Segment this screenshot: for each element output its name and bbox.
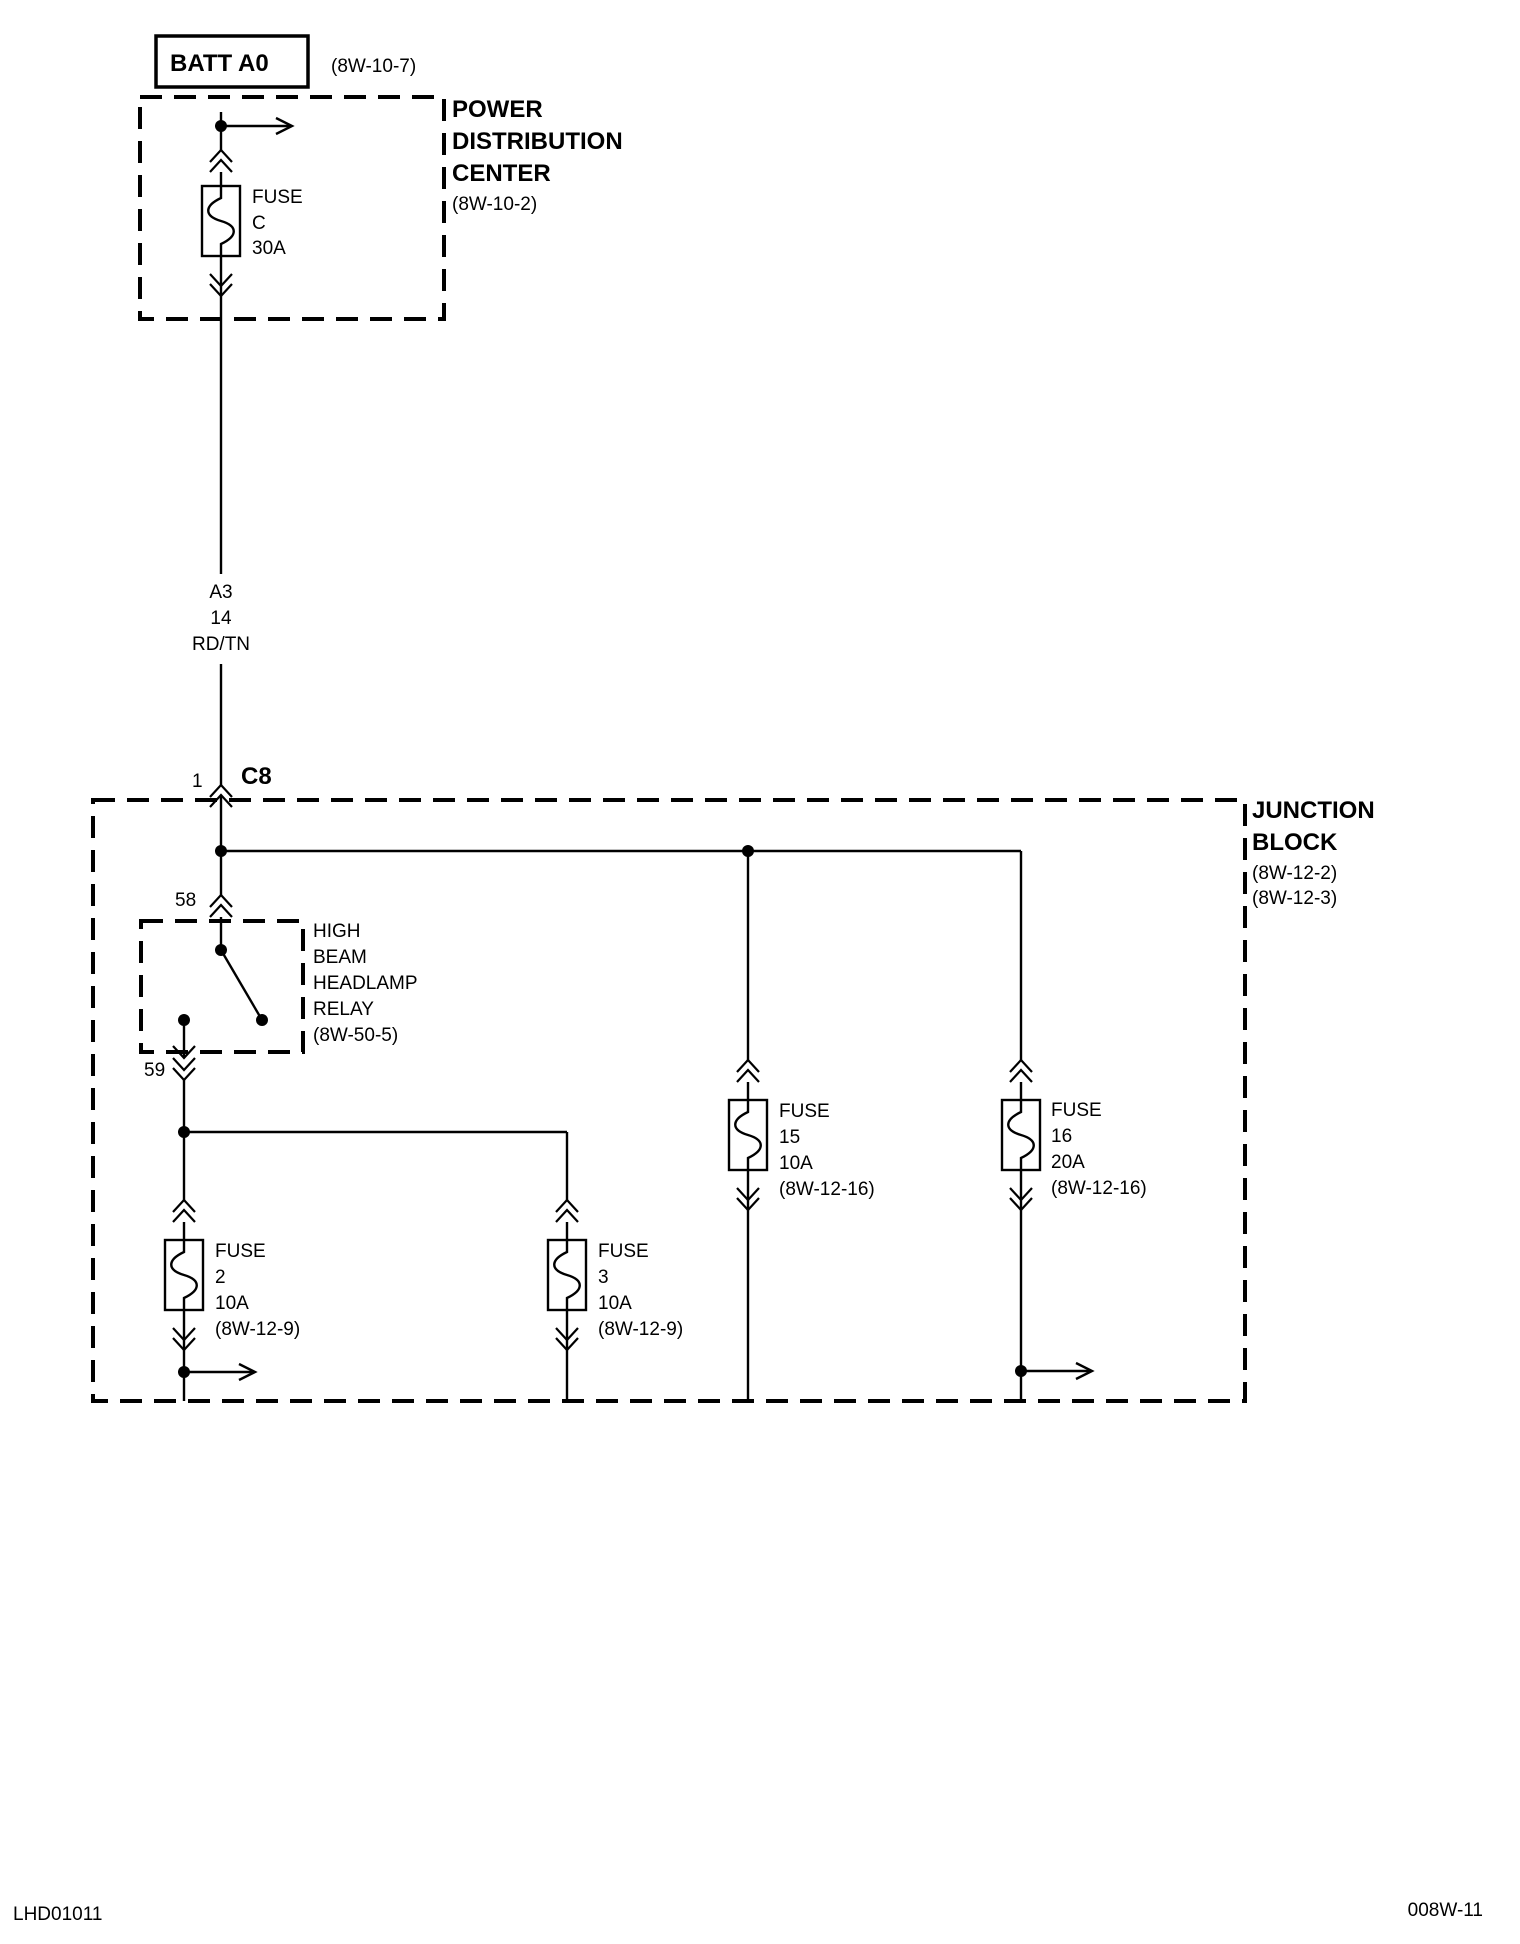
relay-ref: (8W-50-5): [313, 1025, 398, 1046]
fuse-15-rating: 10A: [779, 1153, 813, 1174]
pdc-ref: (8W-10-2): [452, 194, 537, 215]
jb-title-line-2: BLOCK: [1252, 829, 1338, 856]
relay-name-4: RELAY: [313, 999, 374, 1020]
relay-pin-59: 59: [144, 1060, 165, 1081]
relay-name-1: HIGH: [313, 921, 361, 942]
high-beam-headlamp-relay: 58 59 HIGH BEAM HEADLAMP RELAY (8W-50-5): [139, 890, 418, 1082]
battery-box: [154, 34, 310, 89]
connector-pin: 1: [192, 771, 203, 792]
pdc-title-line-2: DISTRIBUTION: [452, 128, 623, 155]
fuse-16-word: FUSE: [1051, 1100, 1102, 1121]
junction-block-outline: [91, 798, 1247, 1403]
fuse-2-ref: (8W-12-9): [215, 1319, 300, 1340]
fuse-2-id: 2: [215, 1267, 226, 1288]
pdc-fuse-word: FUSE: [252, 187, 303, 208]
fuse-16-rating: 20A: [1051, 1152, 1085, 1173]
fuse-3: FUSE 3 10A (8W-12-9): [546, 1198, 683, 1401]
jb-ref-2: (8W-12-3): [1252, 888, 1337, 909]
fuse-3-id: 3: [598, 1267, 609, 1288]
fuse-15-id: 15: [779, 1127, 800, 1148]
wire-color: RD/TN: [192, 634, 250, 655]
fuse-15-ref: (8W-12-16): [779, 1179, 875, 1200]
pdc-outline: [138, 95, 446, 321]
connector-c8: 1 C8: [192, 763, 272, 809]
fuse-16-ref: (8W-12-16): [1051, 1178, 1147, 1199]
fuse-2-rating: 10A: [215, 1293, 249, 1314]
fuse-3-ref: (8W-12-9): [598, 1319, 683, 1340]
pdc-title-line-3: CENTER: [452, 160, 551, 187]
pdc-fuse-c: FUSE C 30A: [200, 112, 303, 298]
wire-gauge: 14: [210, 608, 232, 629]
fuse-3-rating: 10A: [598, 1293, 632, 1314]
fuse-16-id: 16: [1051, 1126, 1072, 1147]
jb-ref-1: (8W-12-2): [1252, 863, 1337, 884]
wire-circuit: A3: [209, 582, 232, 603]
pdc-title-line-1: POWER: [452, 96, 543, 123]
relay-name-3: HEADLAMP: [313, 973, 418, 994]
footer-left-code: LHD01011: [13, 1904, 102, 1925]
fuse-3-word: FUSE: [598, 1241, 649, 1262]
connector-name: C8: [241, 763, 272, 790]
fuse-15: FUSE 15 10A (8W-12-16): [727, 1058, 875, 1401]
jb-title-line-1: JUNCTION: [1252, 797, 1375, 824]
pdc-fuse-rating: 30A: [252, 238, 286, 259]
footer-right-code: 008W-11: [1408, 1900, 1483, 1921]
fuse-2: FUSE 2 10A (8W-12-9): [163, 1198, 300, 1401]
battery-label: BATT A0: [170, 50, 269, 77]
fuse-15-word: FUSE: [779, 1101, 830, 1122]
pdc-fuse-id: C: [252, 213, 266, 234]
battery-ref: (8W-10-7): [331, 56, 416, 77]
relay-name-2: BEAM: [313, 947, 367, 968]
relay-pin-58: 58: [175, 890, 196, 911]
fuse-2-word: FUSE: [215, 1241, 266, 1262]
fuse-16: FUSE 16 20A (8W-12-16): [1000, 1058, 1147, 1401]
